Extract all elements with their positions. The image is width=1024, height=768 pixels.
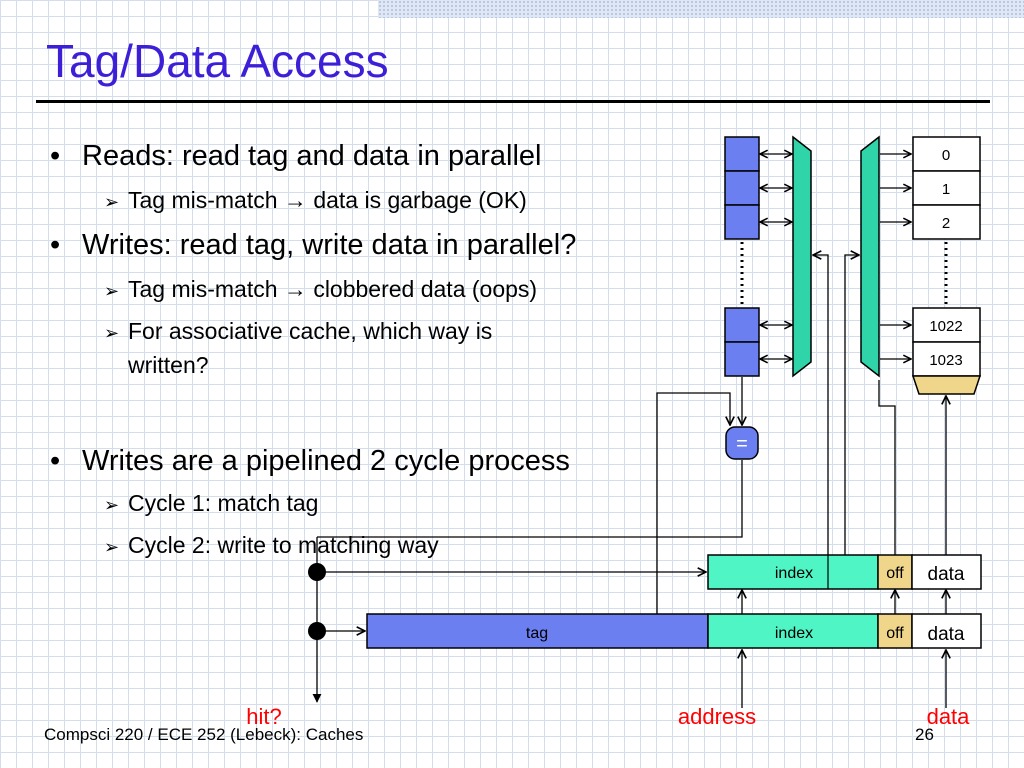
data-decoder: [860, 135, 880, 378]
upper-index-label: index: [775, 565, 813, 582]
sub-bullet-item: ➢ Cycle 1: match tag: [104, 490, 318, 517]
slide-title: Tag/Data Access: [46, 35, 389, 87]
wiring: [312, 255, 946, 708]
bullet-text: Reads: read tag and data in parallel: [82, 140, 542, 172]
upper-off-label: off: [886, 565, 904, 582]
arrow-bullet-icon: ➢: [104, 281, 120, 301]
tag-wordlines: [760, 154, 792, 359]
sub-bullet-item: ➢ Tag mis-match → clobbered data (oops): [104, 276, 537, 303]
tag-array: [724, 136, 760, 377]
upper-register: index off data: [707, 554, 982, 590]
tag-cell: [724, 307, 760, 343]
bullet-dot: •: [50, 229, 61, 261]
bullet-text: Writes: read tag, write data in parallel…: [82, 229, 577, 261]
address-label: address: [678, 704, 756, 729]
upper-index-field: [707, 554, 879, 590]
data-row-label: 2: [942, 215, 950, 232]
bullet-text: Writes are a pipelined 2 cycle process: [82, 445, 570, 477]
data-row-label: 1022: [929, 318, 962, 335]
tag-decoder: [792, 135, 812, 378]
sub-bullet-text: For associative cache, which way is: [128, 318, 493, 344]
data-array: 0 1 2 1022 1023: [911, 136, 982, 395]
sub-bullet-text: Cycle 1: match tag: [128, 490, 319, 516]
bullet-dot: •: [50, 140, 61, 172]
sub-bullet-text: Tag mis-match → clobbered data (oops): [128, 276, 538, 302]
sub-bullet-text: Cycle 2: write to matching way: [128, 532, 439, 558]
title-rule: [36, 100, 990, 103]
data-wordlines: [880, 154, 911, 359]
tag-field-label: tag: [526, 625, 548, 642]
tag-cell: [724, 341, 760, 377]
top-decor-band: [378, 0, 1024, 18]
sub-bullet-text: Tag mis-match → data is garbage (OK): [128, 187, 527, 213]
arrow-bullet-icon: ➢: [104, 192, 120, 212]
tag-field: [366, 613, 709, 649]
footer-course: Compsci 220 / ECE 252 (Lebeck): Caches: [44, 725, 364, 744]
lower-off-label: off: [886, 625, 904, 642]
data-row-label: 1: [942, 181, 950, 198]
lower-register: tag index off data: [366, 613, 982, 649]
bullet-item: • Writes: read tag, write data in paralle…: [50, 229, 576, 262]
sub-bullet-text: written?: [128, 352, 209, 378]
bullet-dot: •: [50, 445, 61, 477]
upper-data-label: data: [928, 564, 965, 585]
lower-data-label: data: [928, 624, 965, 645]
write-driver: [911, 375, 982, 395]
junction-dot: [308, 622, 326, 640]
bullet-item: • Writes are a pipelined 2 cycle process: [50, 445, 570, 478]
sub-bullet-item: ➢ Tag mis-match → data is garbage (OK): [104, 187, 527, 214]
lower-data-field: [911, 613, 982, 649]
data-input-label: data: [927, 704, 971, 729]
sub-bullet-item: ➢ For associative cache, which way is: [104, 318, 492, 345]
lower-index-label: index: [775, 625, 813, 642]
data-row: [912, 136, 981, 172]
tag-comparator: [725, 426, 759, 460]
sub-bullet-continuation: written?: [104, 352, 209, 379]
data-row-label: 1023: [929, 352, 962, 369]
data-row-label: 0: [942, 147, 950, 164]
arrow-bullet-icon: ➢: [104, 495, 120, 515]
junction-dot: [308, 563, 326, 581]
tag-cell: [724, 170, 760, 206]
hit-label: hit?: [246, 704, 281, 729]
arrow-bullet-icon: ➢: [104, 323, 120, 343]
tag-cell: [724, 136, 760, 172]
data-row: [912, 170, 981, 206]
page-number: 26: [915, 725, 934, 744]
data-row: [912, 307, 981, 343]
comparator-symbol: =: [736, 433, 748, 455]
arrow-bullet-icon: ➢: [104, 537, 120, 557]
sub-bullet-item: ➢ Cycle 2: write to matching way: [104, 532, 439, 559]
data-row: [912, 204, 981, 240]
lower-index-field: [707, 613, 879, 649]
tag-cell: [724, 204, 760, 240]
bullet-item: • Reads: read tag and data in parallel: [50, 140, 541, 173]
